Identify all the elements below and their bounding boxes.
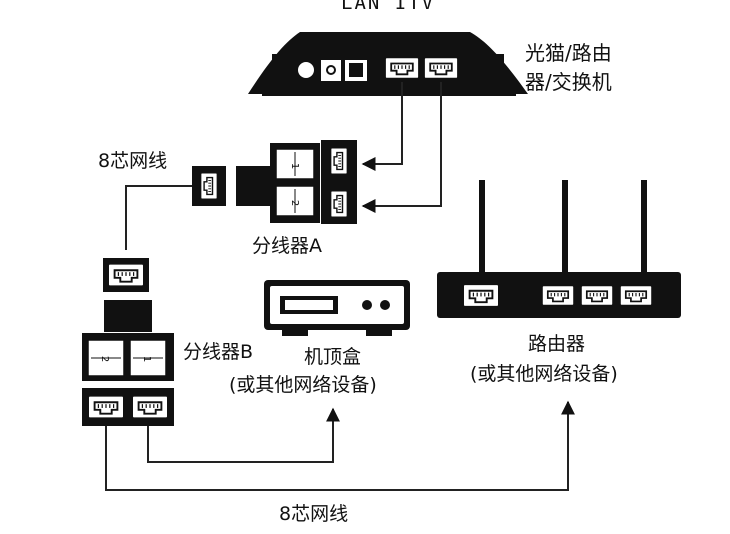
cable-plug-b bbox=[103, 258, 149, 292]
connection-lines bbox=[105, 82, 575, 491]
stb-knob-icon bbox=[362, 300, 372, 310]
splitter-a-port-1-icon bbox=[329, 147, 349, 175]
stb-label-line2: (或其他网络设备) bbox=[229, 374, 377, 396]
modem-name-label-line2: 器/交换机 bbox=[525, 70, 612, 94]
modem-device bbox=[248, 32, 528, 96]
modem-lan-port-icon bbox=[384, 56, 420, 80]
splitter-a-port-2-icon bbox=[329, 190, 349, 218]
router-lan-port-icon bbox=[619, 284, 653, 307]
cable-splitter-a-to-b bbox=[125, 185, 192, 250]
cable-splitter-b-to-router bbox=[105, 400, 575, 491]
router-device bbox=[437, 180, 681, 318]
antenna-icon bbox=[562, 180, 568, 274]
plug-a-icon bbox=[199, 172, 219, 200]
splitter-b-port-2-icon bbox=[131, 394, 169, 420]
stb-knob-icon bbox=[380, 300, 390, 310]
antenna-icon bbox=[479, 180, 485, 274]
splitter-b-port-1-number: 1 bbox=[141, 356, 152, 362]
splitter-b-label: 分线器B bbox=[183, 341, 254, 363]
splitter-a-port-1-number: 1 bbox=[289, 163, 300, 169]
stb-label-line1: 机顶盒 bbox=[304, 346, 362, 368]
power-button-icon bbox=[298, 62, 314, 78]
cable-plug-a bbox=[192, 166, 226, 206]
splitter-b-port-2-number: 2 bbox=[99, 356, 110, 362]
modem-name-label-line1: 光猫/路由 bbox=[525, 41, 612, 65]
splitter-a: 1 2 bbox=[236, 140, 357, 224]
splitter-b: 2 1 bbox=[82, 300, 174, 426]
antenna-icon bbox=[641, 180, 647, 274]
splitter-a-port-2-number: 2 bbox=[289, 200, 300, 206]
router-label-line1: 路由器 bbox=[528, 333, 586, 355]
splitter-b-port-1-icon bbox=[87, 394, 125, 420]
modem-itv-port-icon bbox=[423, 56, 459, 80]
cable-itv-to-splitter-a bbox=[361, 82, 442, 213]
phone-port-icon bbox=[349, 63, 363, 77]
cable-top-label: 8芯网线 bbox=[98, 150, 168, 172]
cable-splitter-b-to-stb bbox=[147, 407, 340, 463]
modem-ports-label: LAN ITV bbox=[341, 0, 436, 14]
set-top-box bbox=[264, 280, 410, 336]
splitter-a-label: 分线器A bbox=[252, 235, 322, 257]
cable-lan-to-splitter-a bbox=[361, 82, 403, 171]
dc-jack-icon bbox=[326, 65, 336, 75]
router-lan-port-icon bbox=[580, 284, 614, 307]
router-label-line2: (或其他网络设备) bbox=[470, 363, 618, 385]
plug-b-icon bbox=[107, 262, 145, 288]
router-lan-port-icon bbox=[541, 284, 575, 307]
router-wan-port-icon bbox=[462, 282, 500, 309]
cable-bottom-label: 8芯网线 bbox=[279, 503, 349, 525]
